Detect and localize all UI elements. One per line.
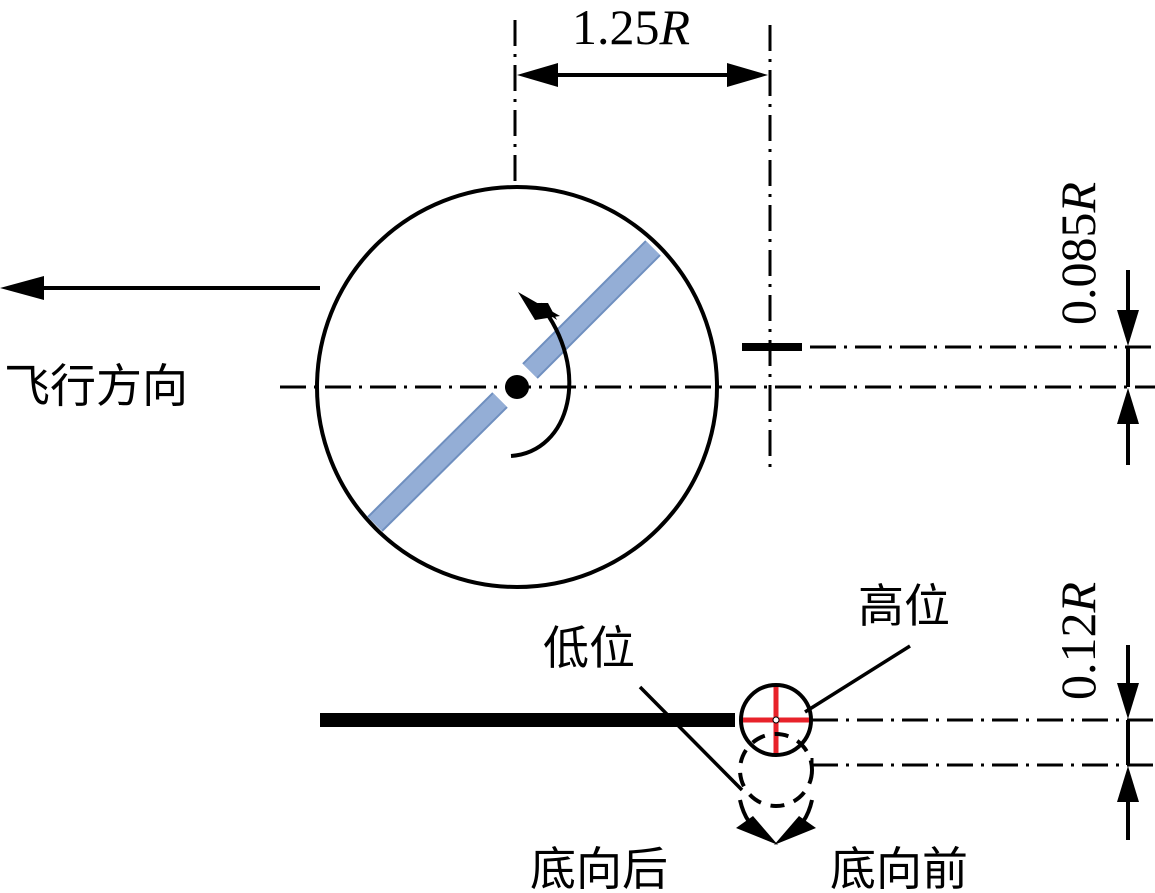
dim-arrow-down-icon xyxy=(1117,310,1139,346)
dimension-vertical-upper-label: 0.085R xyxy=(1050,182,1106,325)
side-view xyxy=(320,683,1155,808)
rotor-top-view xyxy=(315,185,719,589)
dim-arrow-up-lower-icon xyxy=(1117,766,1139,802)
flight-direction-arrow xyxy=(0,276,320,300)
dimension-vertical-lower xyxy=(1117,645,1139,840)
dim-arrow-left-icon xyxy=(517,63,558,87)
bottom-forward-label: 底向前 xyxy=(830,842,968,893)
rotor-blade-upper-fill xyxy=(523,241,660,378)
dim-arrow-up-icon xyxy=(1117,388,1139,424)
rotation-direction-arrow xyxy=(510,302,572,458)
dim-arrow-down-lower-icon xyxy=(1117,683,1139,719)
bottom-forward-arrowhead-icon xyxy=(774,816,816,845)
rotor-blade-lower-fill xyxy=(368,393,507,531)
high-position-leader xyxy=(804,644,911,714)
rotation-arrowhead-tip xyxy=(518,292,560,320)
low-position-leader xyxy=(638,685,744,792)
dim-arrow-right-icon xyxy=(727,63,768,87)
bottom-backward-label: 底向后 xyxy=(530,842,668,893)
dimension-horizontal-label: 1.25R xyxy=(572,0,690,55)
dimension-horizontal xyxy=(517,63,768,87)
flight-direction-label: 飞行方向 xyxy=(4,359,188,413)
crosshair-center xyxy=(772,716,780,724)
bottom-backward-arrow xyxy=(736,799,778,845)
low-position-label: 低位 xyxy=(543,621,635,675)
bottom-backward-arrowhead-icon xyxy=(736,816,778,845)
bottom-forward-arrow xyxy=(774,799,816,845)
high-position-label: 高位 xyxy=(858,579,950,633)
dimension-vertical-lower-label: 0.12R xyxy=(1050,582,1106,700)
flight-arrowhead-icon xyxy=(0,276,44,300)
dimension-vertical-upper xyxy=(1117,270,1139,465)
